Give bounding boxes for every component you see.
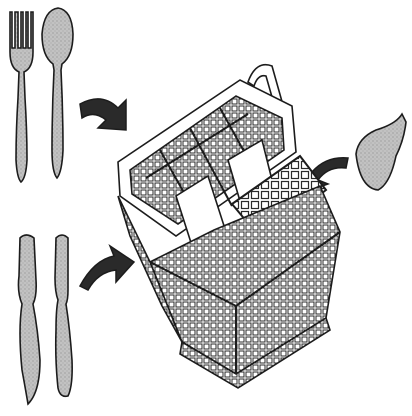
butter-knife-icon xyxy=(55,235,72,396)
cutlery-basket xyxy=(118,65,340,388)
knife-icon xyxy=(18,235,40,404)
fork-icon xyxy=(10,12,33,182)
spoon-icon xyxy=(42,8,73,178)
arrow-fork-spoon-to-basket xyxy=(80,99,126,130)
arrow-knives-to-basket xyxy=(80,246,134,290)
lid-cap-icon xyxy=(356,114,406,190)
